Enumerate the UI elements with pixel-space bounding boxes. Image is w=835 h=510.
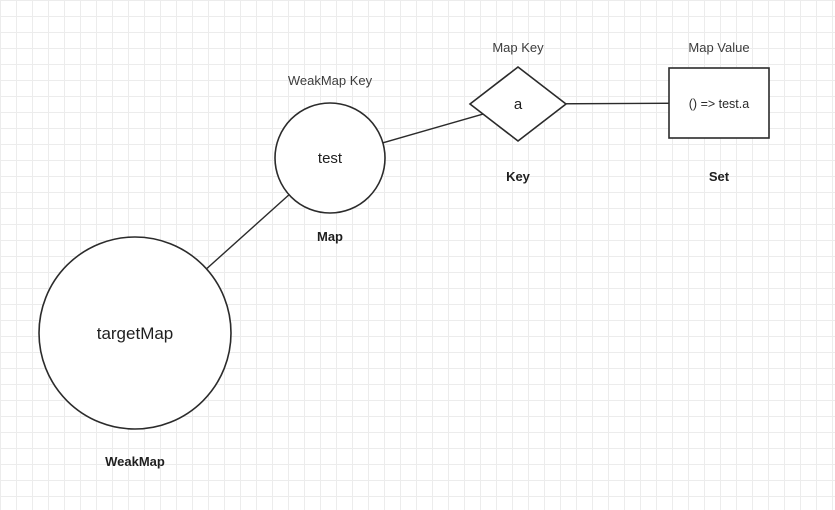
set-rectangle[interactable] [668, 67, 770, 139]
key-caption-top: Map Key [492, 40, 544, 55]
set-caption-bottom: Set [709, 169, 730, 184]
weakmap-circle[interactable] [38, 236, 232, 430]
key-caption-bottom: Key [506, 169, 531, 184]
key-label: a [514, 96, 523, 113]
map-circle[interactable] [274, 102, 386, 214]
set-label: () => test.a [689, 97, 749, 111]
map-caption-top: WeakMap Key [288, 73, 373, 88]
map-label: test [318, 150, 343, 167]
set-caption-top: Map Value [688, 40, 749, 55]
weakmap-label: targetMap [97, 324, 174, 343]
weakmap-caption-bottom: WeakMap [105, 454, 165, 469]
key-diamond[interactable] [468, 65, 568, 143]
map-caption-bottom: Map [317, 229, 343, 244]
